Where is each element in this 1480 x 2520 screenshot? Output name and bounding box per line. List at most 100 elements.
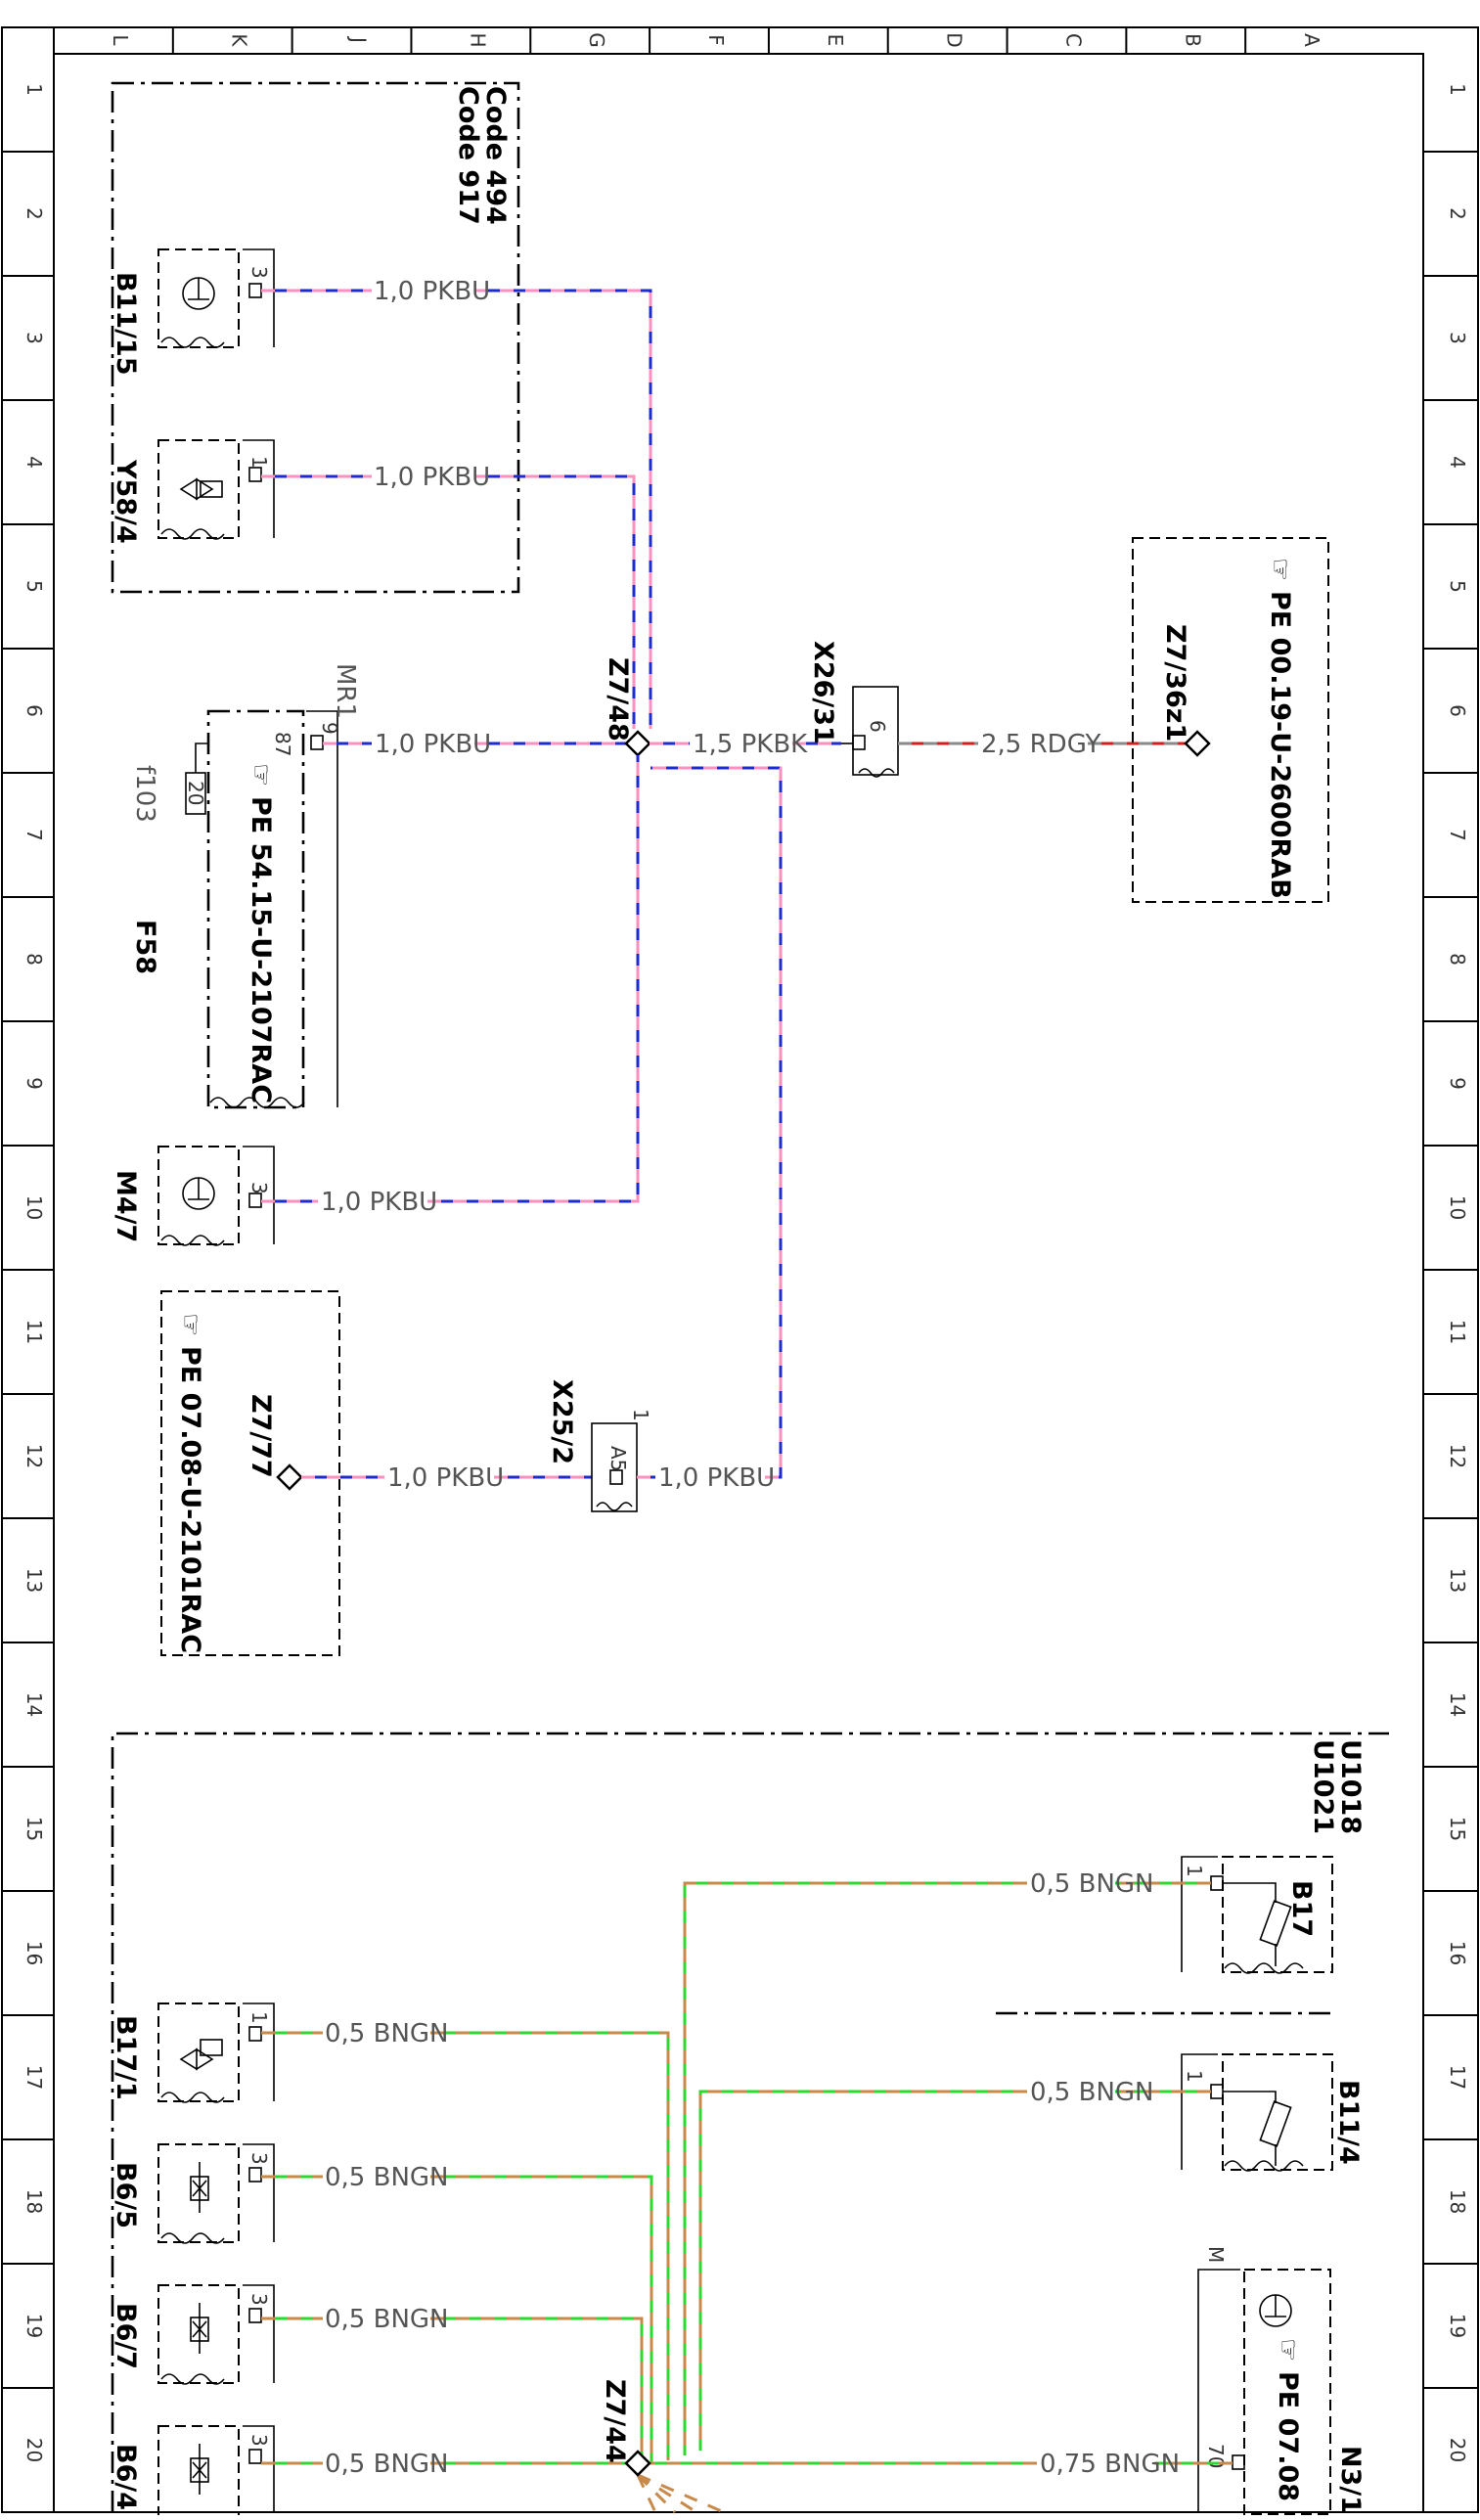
grid-row-label-left: 19 (22, 2314, 46, 2338)
pin-label: A5 (606, 1446, 630, 1471)
bottom-wires (261, 1881, 1233, 2514)
grid-row-label-left: 13 (22, 1568, 46, 1593)
n3-10-label: N3/10 (1335, 2446, 1366, 2515)
fuse-rating: 20 (184, 781, 207, 805)
grid-column-label: C (1061, 33, 1085, 47)
component-f58: 20 f103 F58 87 9 MR1 ☞ PE 54.15-U-2107RA… (130, 663, 360, 1109)
n3-10-frame (1243, 2269, 1331, 2515)
grid-column-label: B (1181, 33, 1204, 47)
valve-icon (179, 477, 214, 501)
component-z7-36z1: Z7/36z1 ☞ PE 00.19-U-2600RAB (1132, 537, 1329, 903)
svg-text:☞: ☞ (1265, 558, 1295, 581)
component-n3-10: M 70 N3/10 ☞ PE 07.08 (1197, 2246, 1366, 2520)
component-b6-7: 3 B6/7 (111, 2284, 275, 2385)
b11-15-body (157, 248, 240, 348)
svg-text:☞: ☞ (246, 763, 276, 787)
x25-2-body (591, 1422, 638, 1512)
f58-label: F58 (130, 920, 160, 974)
m4-7-body (157, 1146, 240, 1245)
b11-4-body (1222, 2053, 1333, 2171)
svg-text:PE 07.08-U-2101RAC: PE 07.08-U-2101RAC (175, 1346, 205, 1653)
grid-row-label-right: 12 (1446, 1444, 1469, 1468)
fuse-icon (185, 772, 206, 815)
f103-label: f103 (130, 765, 159, 823)
component-b17: 1 B17 (1181, 1856, 1333, 1974)
splice-icon (276, 1463, 303, 1491)
b11-4-label: B11/4 (1333, 2080, 1364, 2165)
u1021-label: U1021 (1308, 1739, 1338, 1834)
wire-x25-2 (637, 766, 783, 1479)
grid-column-label: J (347, 35, 371, 43)
component-b17-1: 1 B17/1 (111, 2002, 275, 2103)
wire-label: 1,0 PKBU (387, 1463, 504, 1493)
grid-row-label-left: 3 (22, 332, 46, 344)
pin-label: 3 (247, 266, 271, 279)
b17-1-label: B17/1 (111, 2015, 141, 2100)
grid-row-label-right: 1 (1446, 83, 1469, 96)
grid-row-label-right: 8 (1446, 953, 1469, 966)
x26-31-label: X26/31 (808, 641, 838, 744)
grid-row-label-left: 20 (22, 2438, 46, 2462)
grid-row-label-left: 6 (22, 704, 46, 717)
pin-label: 3 (247, 2434, 271, 2447)
node-z7-48: Z7/48 (603, 657, 651, 757)
grid-row-label-left: 2 (22, 207, 46, 220)
b17-1-body (157, 2002, 240, 2102)
svg-text:PE 07.08: PE 07.08 (1273, 2371, 1303, 2501)
wire-label: 1,5 PKBK (693, 730, 808, 759)
code-label-917: Code 917 (453, 86, 483, 225)
svg-text:☞: ☞ (175, 1313, 205, 1336)
b11-15-label: B11/15 (111, 272, 141, 376)
grid-row-label-left: 18 (22, 2189, 46, 2214)
pin-label: 1 (247, 456, 271, 469)
grid-row-label-right: 5 (1446, 580, 1469, 593)
grid-row-label-right: 13 (1446, 1568, 1469, 1593)
pin-label: 87 (271, 732, 294, 756)
grid-row-label-left: 12 (22, 1444, 46, 1468)
mr1-label: MR1 (331, 663, 360, 719)
grid-column-label: H (466, 32, 489, 47)
outer-frame (1, 26, 1479, 2513)
grid-row-label-right: 18 (1446, 2189, 1469, 2214)
code-block-frame (111, 81, 520, 594)
grid-row-label-right: 4 (1446, 456, 1469, 469)
grid-row-label-left: 4 (22, 456, 46, 469)
grid-row-label-right: 11 (1446, 1320, 1469, 1344)
grid-row-label-left: 10 (22, 1195, 46, 1220)
x25-2-label: X25/2 (547, 1379, 577, 1464)
grid-column-label: G (585, 32, 608, 48)
wire-label: 0,5 BNGN (325, 2450, 449, 2479)
u-block-labels: U1018 U1021 (1308, 1739, 1366, 1834)
component-b6-5: 3 B6/5 (111, 2143, 275, 2244)
component-b11-15: 3 B11/15 (111, 248, 275, 376)
wire-label: 1,0 PKBU (375, 730, 491, 759)
code-labels: Code 494 Code 917 (453, 86, 511, 225)
pin-label: 1 (247, 2011, 271, 2024)
grid-row-label-right: 9 (1446, 1077, 1469, 1090)
m4-7-label: M4/7 (111, 1170, 141, 1242)
u1018-label: U1018 (1335, 1739, 1366, 1834)
grid-column-label: A (1300, 33, 1323, 47)
pe-ref-z7-77: ☞ PE 07.08-U-2101RAC (175, 1313, 205, 1653)
grid-row-label-right: 17 (1446, 2065, 1469, 2090)
x26-31-body (852, 686, 899, 776)
svg-text:PE 00.19-U-2600RAB: PE 00.19-U-2600RAB (1265, 591, 1295, 899)
node-z7-44: Z7/44 (600, 2379, 651, 2477)
b6-5-body (157, 2143, 240, 2243)
component-y58-4: 1 Y58/4 (111, 439, 275, 544)
grid-row-label-left: 15 (22, 1817, 46, 1841)
grid-row-label-right: 15 (1446, 1817, 1469, 1841)
splice-icon (1184, 730, 1211, 757)
z7-36z1-frame (1132, 537, 1329, 903)
pin-label: 1 (629, 1409, 652, 1421)
wire-label: 0,5 BNGN (325, 2163, 449, 2192)
wire-label: 0,5 BNGN (325, 2019, 449, 2048)
wire-label: 1,0 PKBU (658, 1463, 775, 1493)
component-x26-31: 6 X26/31 (808, 641, 899, 778)
wire-label: 1,0 PKBU (374, 277, 490, 306)
pe-ref-n3-10: ☞ PE 07.08 (1273, 2338, 1303, 2501)
y58-4-label: Y58/4 (111, 459, 141, 544)
grid-row-label-right: 19 (1446, 2314, 1469, 2338)
